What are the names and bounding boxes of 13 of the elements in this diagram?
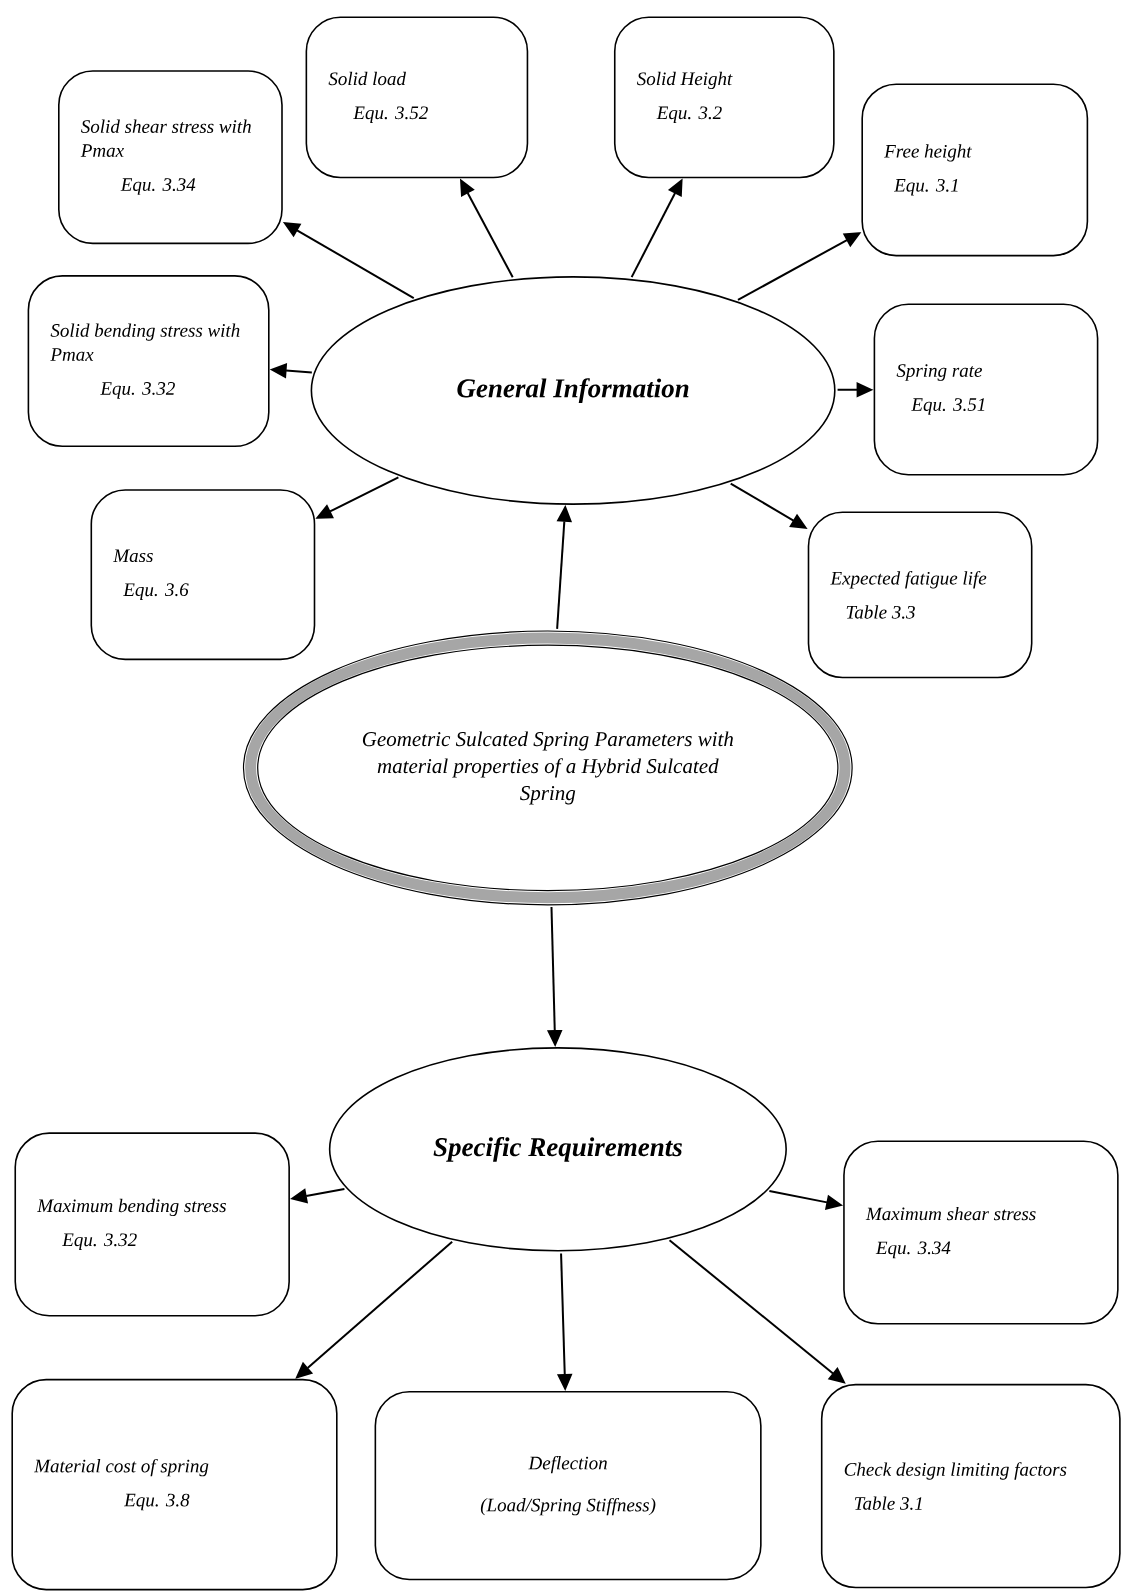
info-box: Free height Equ. 3.1 <box>861 83 1089 257</box>
info-box: Check design limiting factors Table 3.1 <box>820 1383 1121 1589</box>
info-box: Maximum bending stress Equ. 3.32 <box>14 1132 290 1317</box>
info-box: Solid Height Equ. 3.2 <box>613 16 835 179</box>
info-box: Expected fatigue life Table 3.3 <box>807 511 1033 679</box>
info-box: Deflection (Load/Spring Stiffness) <box>374 1390 762 1581</box>
info-box: Spring rate Equ. 3.51 <box>873 303 1099 476</box>
info-box: Mass Equ. 3.6 <box>90 489 316 661</box>
info-box: Material cost of spring Equ. 3.8 <box>11 1378 338 1591</box>
info-box: Solid load Equ. 3.52 <box>305 16 529 179</box>
info-box: Solid bending stress with Pmax Equ. 3.32 <box>27 275 270 448</box>
info-box: Solid shear stress with Pmax Equ. 3.34 <box>58 70 283 245</box>
info-box: Maximum shear stress Equ. 3.34 <box>843 1140 1119 1325</box>
